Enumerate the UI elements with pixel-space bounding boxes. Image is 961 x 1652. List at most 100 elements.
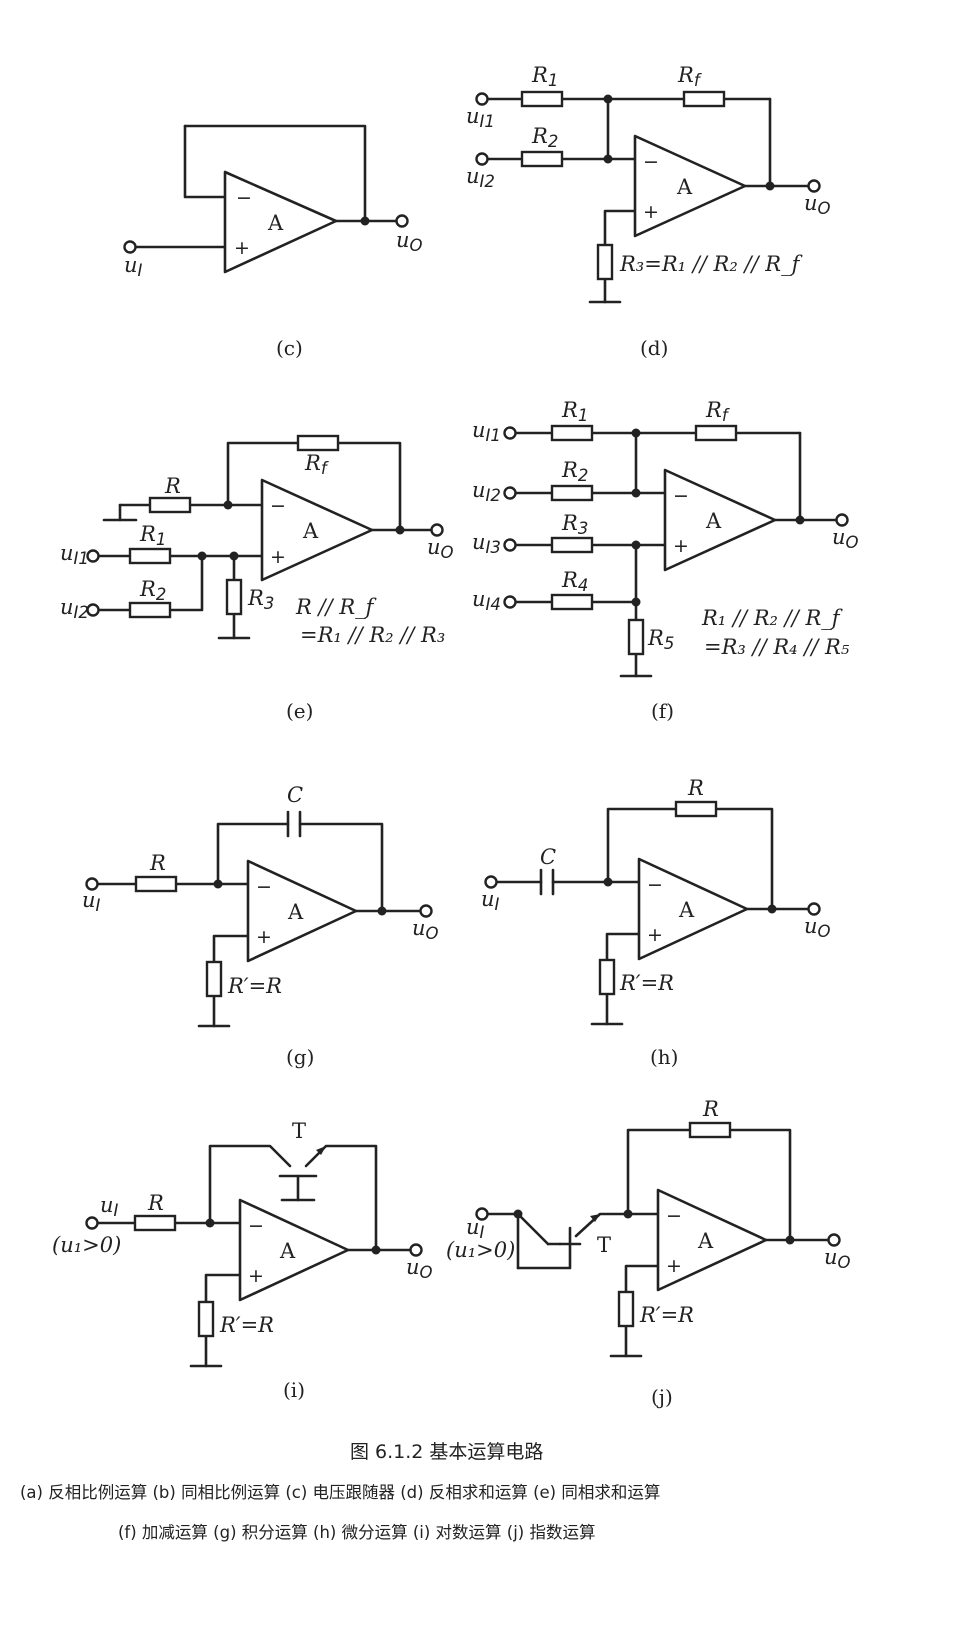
svg-text:uI: uI xyxy=(481,887,500,914)
opamp-g xyxy=(246,859,358,963)
opamp-i xyxy=(238,1198,350,1302)
circuit-c: − + A uI uO (c) xyxy=(123,124,423,360)
svg-text:R: R xyxy=(687,776,704,800)
output-terminal xyxy=(395,214,409,228)
resistor-r xyxy=(148,496,192,514)
svg-text:Rf: Rf xyxy=(705,398,730,425)
output-terminal xyxy=(827,1233,841,1247)
tag-h: (h) xyxy=(650,1045,679,1069)
opamp-j xyxy=(656,1188,768,1292)
svg-text:R3: R3 xyxy=(247,586,274,613)
opamp-label: A xyxy=(287,900,304,924)
svg-text:uI: uI xyxy=(100,1193,119,1220)
tag-j: (j) xyxy=(651,1385,673,1409)
input-terminal xyxy=(85,877,99,891)
minus-sign: − xyxy=(643,151,659,173)
input-terminal-4 xyxy=(503,595,517,609)
tag-i: (i) xyxy=(283,1378,305,1402)
svg-text:Rf: Rf xyxy=(677,63,702,90)
resistor-r1 xyxy=(550,424,594,442)
caption-line-1: (a) 反相比例运算 (b) 同相比例运算 (c) 电压跟随器 (d) 反相求和… xyxy=(20,1483,660,1502)
svg-text:R2: R2 xyxy=(139,577,166,604)
resistance-note-1: R₁ // R₂ // R_f xyxy=(701,606,843,630)
input-terminal xyxy=(484,875,498,889)
output-label: uO xyxy=(396,228,423,255)
input-terminal-2 xyxy=(475,152,489,166)
svg-text:R′=R: R′=R xyxy=(639,1303,694,1327)
output-terminal xyxy=(409,1243,423,1257)
svg-text:uI1: uI1 xyxy=(472,418,501,445)
opamp-h xyxy=(637,857,749,961)
svg-text:uI2: uI2 xyxy=(472,478,501,505)
plus-sign: + xyxy=(234,237,250,259)
plus-sign: + xyxy=(248,1265,264,1287)
circuit-g: − + A C R R′=R uI uO (g) xyxy=(82,783,439,1069)
svg-text:R1: R1 xyxy=(561,398,588,425)
resistor-rf xyxy=(682,90,726,108)
opamp-label: A xyxy=(676,175,693,199)
svg-text:R5: R5 xyxy=(647,626,674,653)
svg-text:R′=R: R′=R xyxy=(619,971,674,995)
minus-sign: − xyxy=(236,187,252,209)
svg-text:uI4: uI4 xyxy=(472,587,501,614)
opamp-d xyxy=(633,134,747,238)
plus-sign: + xyxy=(673,535,689,557)
input-terminal xyxy=(123,240,137,254)
minus-sign: − xyxy=(647,874,663,896)
input-terminal xyxy=(85,1216,99,1230)
plus-sign: + xyxy=(647,924,663,946)
svg-text:uO: uO xyxy=(804,914,831,941)
opamp-label: A xyxy=(705,509,722,533)
resistor-rf xyxy=(296,434,340,452)
tag-g: (g) xyxy=(286,1045,314,1069)
output-terminal xyxy=(807,179,821,193)
svg-text:R: R xyxy=(149,851,166,875)
circuit-j: − + A T R R′=R uI (u₁>0) uO (j) xyxy=(446,1097,851,1409)
svg-text:uI3: uI3 xyxy=(472,530,501,557)
output-terminal xyxy=(807,902,821,916)
resistor-r2 xyxy=(128,601,172,619)
circuit-d: − + A R1 R2 Rf uI1 uI2 uO R₃=R₁ // R₂ //… xyxy=(466,63,831,360)
input-terminal xyxy=(475,1207,489,1221)
svg-text:uO: uO xyxy=(832,525,859,552)
input-terminal-1 xyxy=(503,426,517,440)
opamp-label: A xyxy=(697,1229,714,1253)
svg-text:uO: uO xyxy=(824,1245,851,1272)
output-terminal xyxy=(835,513,849,527)
resistor-rp xyxy=(598,958,616,996)
opamp-label: A xyxy=(302,519,319,543)
transistor-label: T xyxy=(292,1119,306,1143)
svg-text:uI2: uI2 xyxy=(466,164,495,191)
svg-text:R2: R2 xyxy=(561,458,588,485)
input-terminal-2 xyxy=(503,486,517,500)
minus-sign: − xyxy=(673,485,689,507)
resistance-note: R₃=R₁ // R₂ // R_f xyxy=(619,252,803,276)
input-terminal-3 xyxy=(503,538,517,552)
svg-text:R′=R: R′=R xyxy=(227,974,282,998)
input-terminal-2 xyxy=(86,603,100,617)
svg-text:uO: uO xyxy=(804,191,831,218)
resistor-r1 xyxy=(128,547,172,565)
svg-text:R1: R1 xyxy=(531,63,558,90)
svg-text:R′=R: R′=R xyxy=(219,1313,274,1337)
resistor-r3 xyxy=(225,578,243,616)
capacitor-label: C xyxy=(540,845,556,869)
opamp-f xyxy=(663,468,777,572)
capacitor-label: C xyxy=(287,783,303,807)
svg-text:R: R xyxy=(702,1097,719,1121)
resistor-rp xyxy=(197,1300,215,1338)
circuit-f: − + A R1 Rf R2 R3 R4 R5 uI1 uI2 uI3 uI4 … xyxy=(472,398,859,723)
opamp-e xyxy=(260,478,374,582)
svg-text:R: R xyxy=(164,474,181,498)
svg-text:uO: uO xyxy=(406,1255,433,1282)
resistor-r xyxy=(688,1121,732,1139)
minus-sign: − xyxy=(248,1215,264,1237)
transistor-label: T xyxy=(597,1233,611,1257)
opamp-label: A xyxy=(678,898,695,922)
svg-text:R1: R1 xyxy=(139,522,166,549)
resistor-r3 xyxy=(550,536,594,554)
resistor-r2 xyxy=(520,150,564,168)
svg-text:uO: uO xyxy=(412,916,439,943)
plus-sign: + xyxy=(643,201,659,223)
